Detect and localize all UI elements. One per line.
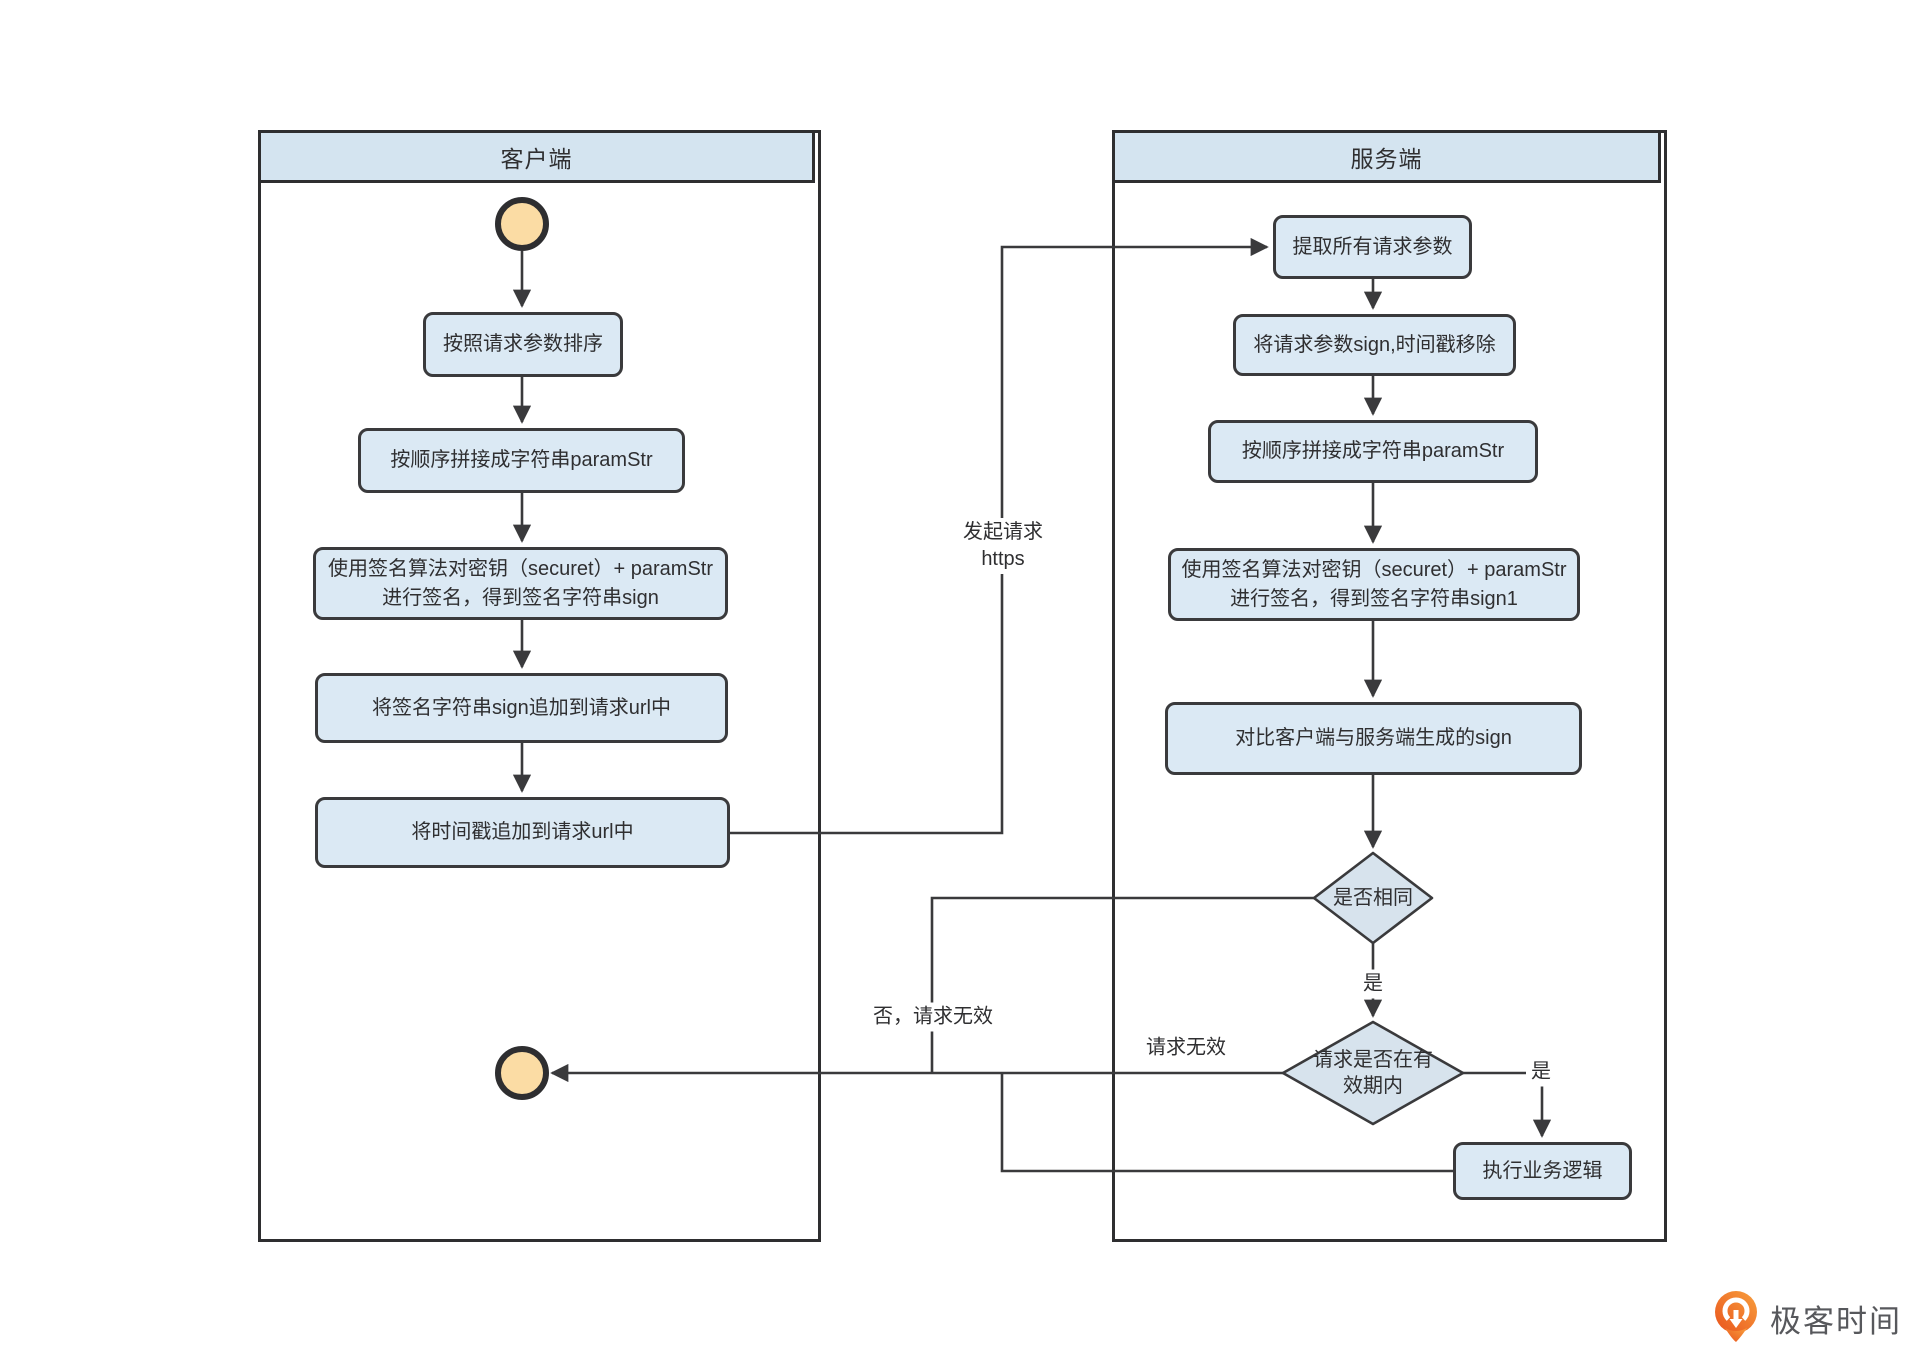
client-lane-header: 客户端 (258, 130, 815, 183)
step-concat-paramstr: 按顺序拼接成字符串paramStr (358, 428, 685, 493)
step-append-sign: 将签名字符串sign追加到请求url中 (315, 673, 728, 743)
decision-same-label: 是否相同 (1333, 887, 1413, 909)
server-lane-title: 服务端 (1350, 145, 1423, 172)
step-append-timestamp: 将时间戳追加到请求url中 (315, 797, 730, 868)
edge-label-invalid: 请求无效 (1141, 1033, 1231, 1063)
edge-label-yes-same: 是 (1358, 969, 1388, 999)
step-concat-paramstr-server: 按顺序拼接成字符串paramStr (1208, 420, 1538, 483)
step-execute-business: 执行业务逻辑 (1453, 1142, 1632, 1200)
edge-label-request-https: 发起请求 https (958, 518, 1048, 574)
edge-label-no-invalid: 否，请求无效 (868, 1002, 998, 1032)
step-remove-sign-ts: 将请求参数sign,时间戳移除 (1233, 314, 1516, 376)
client-lane-title: 客户端 (500, 145, 573, 172)
step-compare-sign: 对比客户端与服务端生成的sign (1165, 702, 1582, 775)
edge-label-yes-valid: 是 (1526, 1057, 1556, 1087)
server-lane-header: 服务端 (1112, 130, 1661, 183)
step-sign-secret-server: 使用签名算法对密钥（securet）+ paramStr进行签名，得到签名字符串… (1168, 548, 1580, 621)
decision-validity-label: 请求是否在有效期内 (1313, 1049, 1433, 1097)
step-sign-secret: 使用签名算法对密钥（securet）+ paramStr进行签名，得到签名字符串… (313, 547, 728, 620)
geektime-logo-icon (1715, 1291, 1757, 1342)
edge-label-request-line1: 发起请求 (963, 521, 1043, 543)
geektime-logo-text: 极客时间 (1770, 1303, 1902, 1339)
edge-label-request-line2: https (981, 548, 1025, 570)
geektime-logo: 极客时间 (1712, 1290, 1902, 1346)
step-extract-params: 提取所有请求参数 (1273, 215, 1472, 279)
step-sort-params: 按照请求参数排序 (423, 312, 623, 377)
